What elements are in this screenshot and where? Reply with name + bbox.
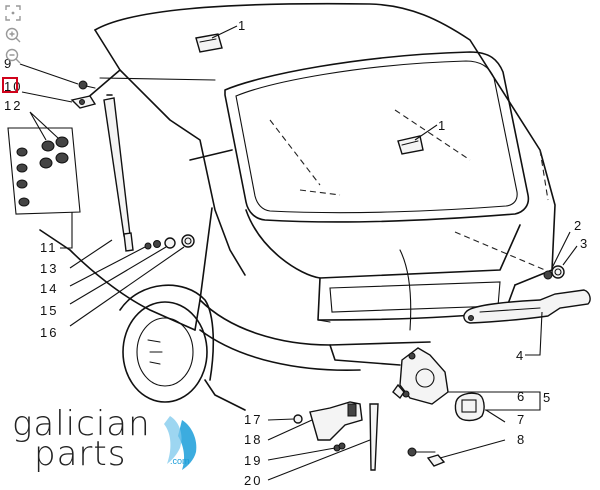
logo-word-parts: parts (34, 434, 127, 474)
car-body-outline (39, 2, 556, 411)
striker-plate-part-18 (309, 401, 363, 441)
part-number-labels: 1 1 2 3 4 5 6 7 8 9 10 12 11 13 14 15 16… (4, 18, 589, 488)
label-part-4: 4 (516, 348, 525, 363)
label-part-19: 19 (244, 453, 262, 468)
label-part-8: 8 (517, 432, 526, 447)
bolt-part-14 (144, 240, 161, 250)
label-part-3: 3 (580, 236, 589, 251)
label-part-1-top: 1 (238, 18, 247, 33)
label-part-11: 11 (40, 240, 58, 255)
gas-strut-part-13 (103, 94, 134, 252)
label-part-1-window: 1 (438, 118, 447, 133)
label-part-12: 12 (4, 98, 22, 113)
clips-box-part-11 (7, 111, 81, 215)
zoom-out-button[interactable] (4, 47, 22, 65)
zoom-out-icon (5, 48, 21, 64)
handle-trim-part-4 (463, 289, 591, 324)
emblem-part-1-window (397, 135, 424, 155)
fit-screen-icon (5, 5, 21, 21)
label-part-18: 18 (244, 432, 262, 447)
fastener-part-2 (543, 270, 553, 280)
label-part-17: 17 (244, 412, 262, 427)
bolt-part-19 (333, 442, 346, 452)
fit-screen-button[interactable] (4, 4, 22, 22)
lock-assembly-part-5 (392, 347, 449, 405)
leader-lines (19, 25, 578, 481)
logo-domain: .com (170, 456, 190, 466)
label-part-13: 13 (40, 261, 58, 276)
label-part-15: 15 (40, 303, 58, 318)
zoom-in-icon (5, 27, 21, 43)
logo-accent-shape (164, 416, 197, 470)
lock-cover-part-6 (454, 392, 485, 422)
screw-part-7 (407, 447, 436, 457)
screw-part-9 (78, 80, 96, 90)
clip-part-8 (426, 454, 446, 467)
label-part-2: 2 (574, 218, 583, 233)
rod-part-20 (369, 403, 379, 471)
galicianparts-logo: galician parts .com (12, 406, 212, 476)
logo-word-galician: galician (12, 404, 151, 444)
bracket-part-10 (70, 95, 97, 109)
label-part-9: 9 (4, 56, 13, 71)
nut-part-3 (551, 265, 565, 279)
label-part-14: 14 (40, 281, 58, 296)
nut-part-15 (164, 237, 176, 249)
label-part-5: 5 (543, 390, 552, 405)
cap-part-16 (181, 234, 195, 248)
label-part-6: 6 (517, 389, 526, 404)
zoom-in-button[interactable] (4, 26, 22, 44)
selected-part-highlight[interactable] (2, 77, 18, 93)
label-part-7: 7 (517, 412, 526, 427)
emblem-part-1-top (195, 33, 223, 53)
label-part-16: 16 (40, 325, 58, 340)
washer-part-17 (293, 414, 303, 424)
label-part-20: 20 (244, 473, 262, 488)
